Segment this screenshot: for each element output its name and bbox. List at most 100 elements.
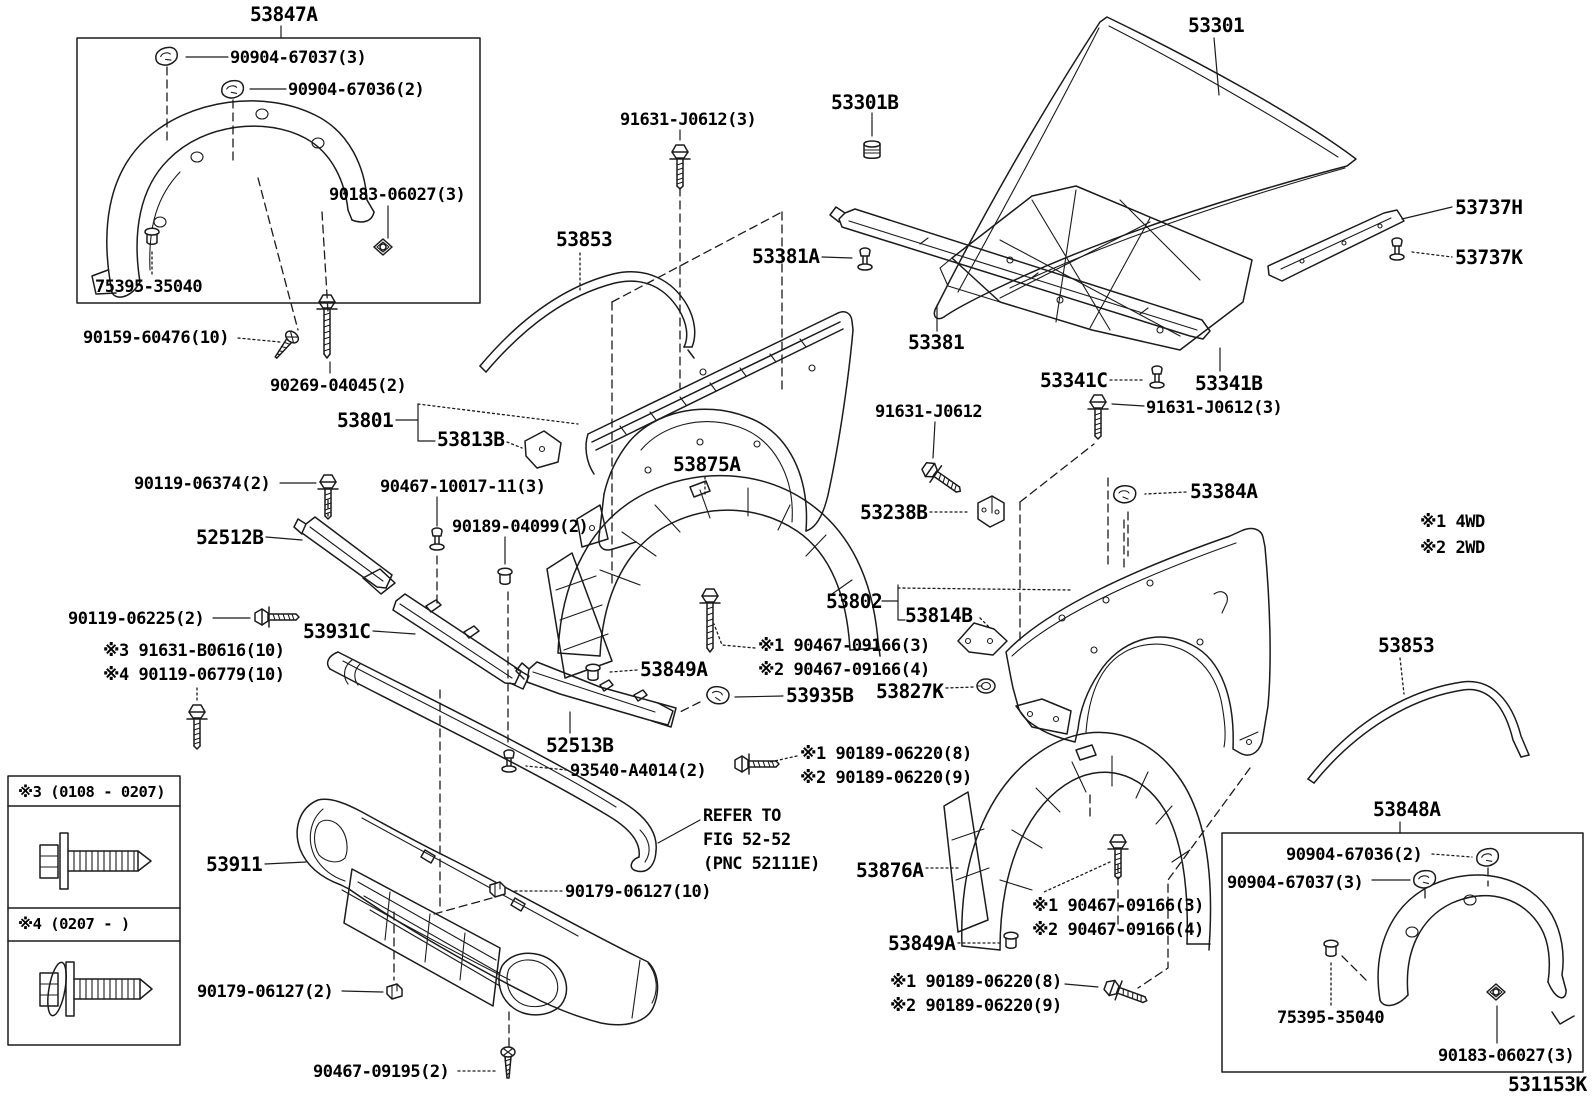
leader-lines [196,112,1187,1072]
nut-90183-rear-icon [1486,983,1506,1001]
label-90159-60476: 90159-60476(10) [83,328,230,348]
grommet-53849A-center-icon [585,663,601,681]
cushion-53301B-icon [863,140,881,159]
clip-90904-67036-rear-icon [1474,845,1501,869]
grommet-75395-rear-icon [1323,939,1339,957]
label-53381: 53381 [908,331,965,354]
label-90183-06027-front: 90183-06027(3) [329,185,466,205]
label-53341C: 53341C [1040,369,1108,392]
label-75395-35040-rear: 75395-35040 [1277,1008,1385,1028]
clip-90179-06127-10-icon [489,881,506,898]
label-53814B: 53814B [905,604,973,627]
inset-box-rear-flare [1221,821,1584,1073]
hood-front-seal-drawing [1267,206,1453,282]
label-90189-06220-9-center: ※2 90189-06220(9) [800,768,972,788]
fender-liner-lh-drawing [546,474,881,679]
label-90904-67037-rear: 90904-67037(3) [1227,873,1364,893]
cowl-top-bar-drawing [821,206,1211,340]
label-91631-J0612-top: 91631-J0612(3) [620,110,757,130]
clip-90904-67037-icon [152,44,181,69]
label-53384A: 53384A [1190,480,1258,503]
label-75395-35040-front: 75395-35040 [95,277,203,297]
label-90467-10017: 90467-10017-11(3) [380,477,546,497]
inset-box-front-flare [76,25,481,304]
screw-90467-09195-icon [500,1046,516,1079]
label-90119-06374: 90119-06374(2) [134,474,271,494]
hood-panel-drawing [933,16,1357,320]
grommet-53827K-icon [976,678,996,694]
label-90467-09166-3-center: ※1 90467-09166(3) [758,636,930,656]
label-53848A: 53848A [1373,798,1441,821]
label-53847A: 53847A [250,3,318,26]
label-52512B: 52512B [196,526,264,549]
bolt-91631-right-icon [1087,394,1109,440]
label-53876A: 53876A [856,859,924,882]
spec-box-header-note4: ※4 (0207 - ) [18,915,130,933]
label-90904-67037-front: 90904-67037(3) [230,48,367,68]
screw-90159-icon [269,328,302,363]
clip-53384A-icon [1113,485,1137,504]
label-90179-06127-2: 90179-06127(2) [197,982,334,1002]
front-bumper-drawing [264,689,659,1049]
hood-insulator-drawing [939,185,1253,381]
grommet-75395-icon [144,227,160,245]
clip-53935B-icon [704,683,732,707]
label-90467-09166-4-right: ※2 90467-09166(4) [1032,920,1204,940]
bolt-90467-09166-center-icon [699,588,721,653]
label-90183-06027-rear: 90183-06027(3) [1438,1046,1575,1066]
label-90189-06220-8-center: ※1 90189-06220(8) [800,744,972,764]
bracket-53813B-drawing [524,430,562,469]
bumper-upper-cover-drawing [326,651,701,873]
label-53827K: 53827K [876,680,944,703]
label-90904-67036-rear: 90904-67036(2) [1286,845,1423,865]
label-90119-06779: ※4 90119-06779(10) [103,665,285,685]
label-90189-04099: 90189-04099(2) [452,517,589,537]
label-90189-06220-8-right: ※1 90189-06220(8) [890,972,1062,992]
lower-bar-52513B-drawing [515,661,677,734]
label-53911: 53911 [206,853,263,876]
label-53801: 53801 [337,409,394,432]
pin-90467-10017-icon [429,527,445,551]
bracket-53238B-drawing [929,421,1005,528]
inset-box-bolt-spec [7,775,181,1046]
label-53935B: 53935B [786,684,854,707]
grommet-53849A-right-icon [1003,931,1019,949]
legend-2wd: ※2 2WD [1420,538,1485,558]
label-refer-to: REFER TO [703,806,781,826]
label-pnc-52111E: (PNC 52111E) [703,854,820,874]
bolt-spec-row1-drawing [39,832,152,890]
label-53737H: 53737H [1455,196,1523,219]
center-bar-53931C-drawing [372,593,530,690]
nut-90183-icon [373,238,393,256]
label-53301: 53301 [1188,14,1245,37]
label-91631-J0612-left: 91631-J0612 [875,402,983,422]
label-53875A: 53875A [673,453,741,476]
label-53737K: 53737K [1455,246,1523,269]
clip-53381A-icon [857,247,873,271]
bolt-91631-left-icon [917,457,967,501]
fender-lh-drawing [395,311,854,551]
rear-flare-drawing [1330,853,1575,1044]
bolt-spec-row2-drawing [39,961,153,1017]
front-flare-drawing [91,56,389,331]
figure-code: 531153K [1508,1073,1587,1096]
label-53853-right: 53853 [1378,634,1435,657]
label-53849A-right: 53849A [888,932,956,955]
fender-moulding-right-drawing [1307,657,1530,784]
label-90904-67036-front: 90904-67036(2) [288,80,425,100]
bolt-91631-B0616-icon [186,704,208,750]
bracket-53814B-drawing [957,622,1008,656]
label-53301B: 53301B [831,91,899,114]
label-53341B: 53341B [1195,372,1263,395]
label-90467-09166-4-center: ※2 90467-09166(4) [758,660,930,680]
upper-bar-52512B-drawing [265,516,396,595]
label-52513B: 52513B [546,734,614,757]
fender-rh-drawing [881,443,1271,756]
legend-4wd: ※1 4WD [1420,512,1485,532]
fender-liner-rh-drawing [925,731,1251,989]
label-93540-A4014: 93540-A4014(2) [570,761,707,781]
label-90179-06127-10: 90179-06127(10) [565,882,712,902]
clip-53737K-icon [1389,237,1405,261]
clip-90904-67037-rear-icon [1411,868,1438,891]
